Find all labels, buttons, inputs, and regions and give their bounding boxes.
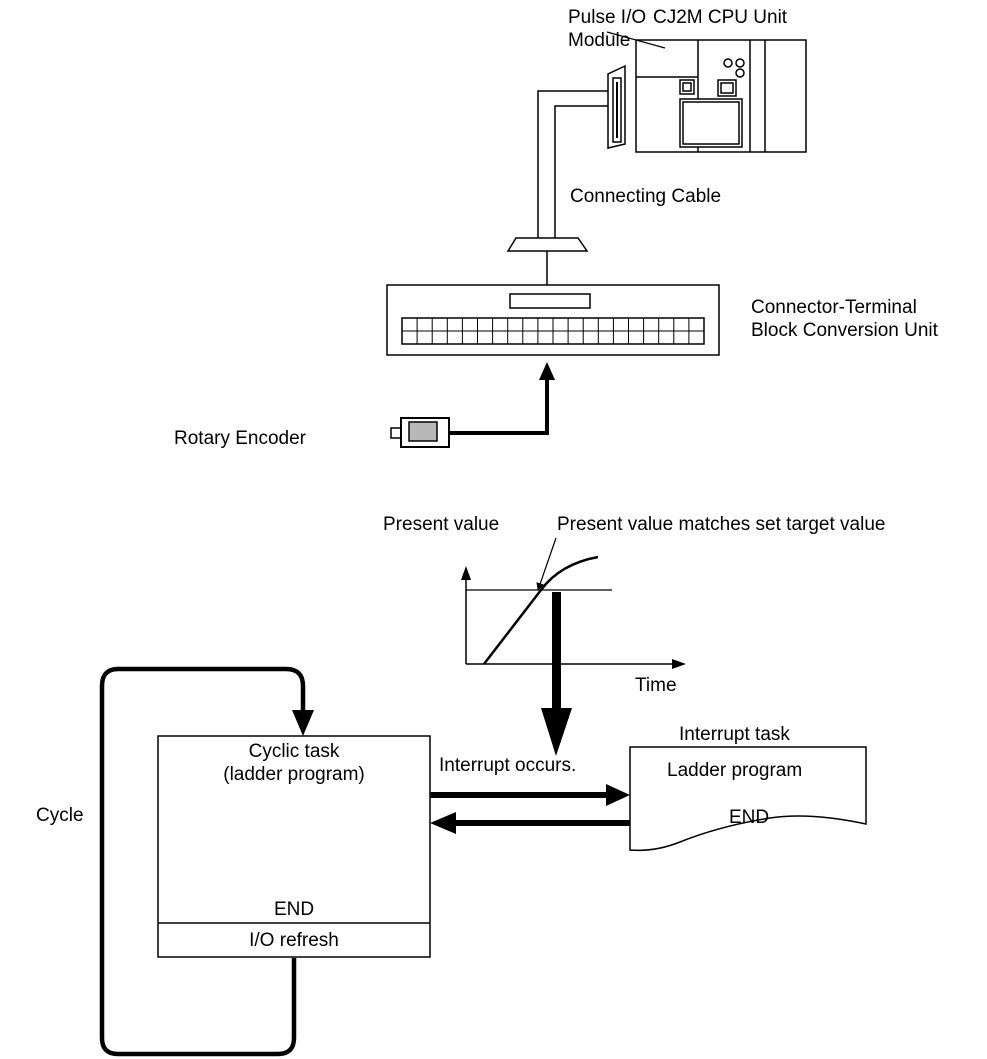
interrupt-ladder-program-label: Ladder program: [667, 760, 803, 781]
pulse-io-module-label-line1: Pulse I/O: [568, 7, 647, 28]
interrupt-task-title: Interrupt task: [679, 724, 790, 745]
interrupt-exchange-arrows: [430, 784, 630, 834]
graph-x-axis-label: Time: [635, 675, 677, 696]
cyclic-task-title-line2: (ladder program): [223, 764, 365, 785]
cycle-loop: [99, 666, 314, 1057]
interrupt-trigger-arrow: [541, 592, 572, 756]
conversion-unit-label-line1: Connector-Terminal: [751, 297, 917, 318]
cycle-label: Cycle: [36, 805, 84, 826]
cyclic-task-box: [157, 735, 431, 958]
conversion-unit-icon: [386, 284, 720, 356]
pulse-io-module-label: Pulse I/O Module: [568, 6, 646, 52]
interrupt-task-end: END: [729, 807, 770, 828]
present-value-graph: [461, 537, 686, 669]
connecting-cable-label: Connecting Cable: [570, 186, 722, 207]
cyclic-task-end: END: [273, 899, 315, 920]
conversion-unit-label: Connector-Terminal Block Conversion Unit: [751, 296, 938, 342]
conversion-unit-label-line2: Block Conversion Unit: [751, 320, 938, 341]
graph-match-annotation: Present value matches set target value: [557, 514, 886, 535]
rotary-encoder-icon: [390, 417, 450, 448]
interrupt-task-box: [629, 746, 867, 852]
encoder-signal-line: [449, 362, 555, 435]
cyclic-task-title: Cyclic task (ladder program): [158, 740, 430, 786]
interrupt-occurs-label: Interrupt occurs.: [439, 755, 577, 776]
cpu-unit-icon: [635, 39, 807, 153]
graph-y-axis-label: Present value: [383, 514, 500, 535]
cpu-unit-label: CJ2M CPU Unit: [653, 7, 788, 28]
cyclic-task-title-line1: Cyclic task: [248, 741, 340, 762]
pulse-io-module-icon: [606, 31, 666, 149]
pulse-io-module-label-line2: Module: [568, 30, 631, 51]
io-refresh-label: I/O refresh: [249, 930, 339, 951]
connecting-cable: [506, 90, 608, 295]
rotary-encoder-label: Rotary Encoder: [174, 428, 307, 449]
